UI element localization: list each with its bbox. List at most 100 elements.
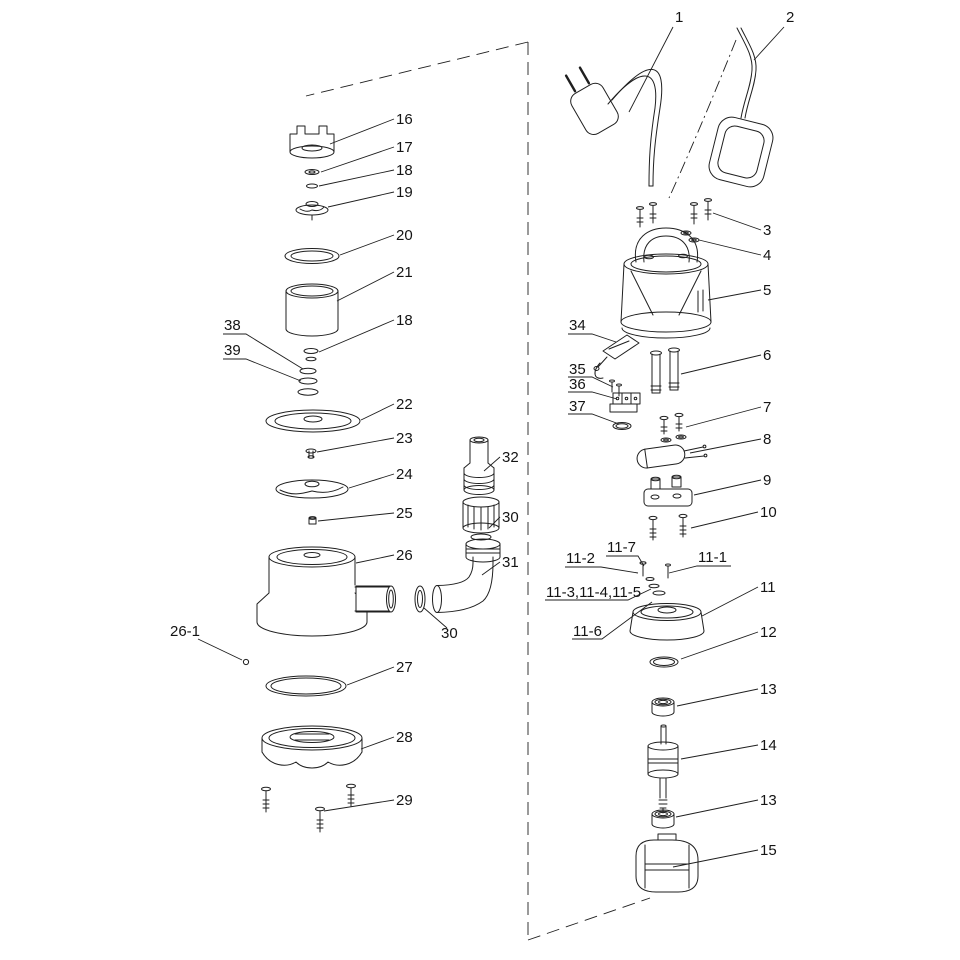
leader-line-20: [339, 234, 395, 256]
leader-line-12: [680, 631, 759, 660]
leader-line-7: [685, 406, 762, 428]
part-label-19: 19: [396, 184, 413, 201]
part-label-14: 14: [760, 737, 777, 754]
leader-line-19: [327, 191, 395, 208]
leader-line-24: [348, 473, 395, 489]
part-11-small-hardware: [639, 561, 671, 596]
leader-line-18a: [318, 169, 395, 187]
leader-line-9: [693, 479, 762, 496]
leader-line-10: [690, 511, 759, 529]
part-8-capacitor: [636, 444, 708, 469]
leader-line-11: [701, 586, 759, 617]
part-label-11-1: 11-1: [698, 549, 727, 566]
leader-line-29: [323, 799, 395, 812]
part-9-seal-holder: [643, 474, 693, 507]
part-label-10: 10: [760, 504, 777, 521]
part-17-washer: [304, 169, 320, 175]
leader-line-11-1: [668, 565, 731, 574]
leader-line-39: [223, 358, 302, 382]
leader-line-6: [680, 354, 762, 375]
part-label-27: 27: [396, 659, 413, 676]
leader-line-30b: [488, 516, 501, 529]
leader-line-32: [483, 456, 501, 472]
leader-line-13a: [676, 688, 759, 707]
part-20-seal-ring: [284, 248, 340, 264]
leader-line-37: [568, 413, 620, 425]
part-11-bearing-cover: [629, 603, 705, 641]
part-38-39-washer-stack: [297, 367, 319, 396]
part-label-20: 20: [396, 227, 413, 244]
leader-line-22: [360, 403, 395, 421]
leader-line-17: [320, 146, 395, 173]
part-34-cable-clamp: [593, 334, 640, 379]
part-37-o-ring-small: [612, 422, 632, 430]
left-assembly: [242, 125, 501, 833]
leader-line-4: [698, 239, 762, 256]
part-label-36: 36: [569, 376, 586, 393]
part-label-23: 23: [396, 430, 413, 447]
leader-line-34: [568, 333, 617, 343]
part-18-washer-lower: [303, 348, 319, 362]
part-29-screws: [261, 783, 356, 833]
leader-line-23: [316, 437, 395, 453]
part-label-18b: 18: [396, 312, 413, 329]
part-3-screws: [636, 198, 712, 228]
part-label-31: 31: [502, 554, 519, 571]
part-label-4: 4: [763, 247, 771, 264]
part-14-rotor-shaft: [647, 724, 679, 814]
leader-line-27: [346, 666, 395, 686]
part-25-shaft-key: [308, 516, 317, 525]
part-15-end-housing: [635, 833, 699, 893]
part-label-29: 29: [396, 792, 413, 809]
part-label-1: 1: [675, 9, 683, 26]
part-label-15: 15: [760, 842, 777, 859]
part-label-5: 5: [763, 282, 771, 299]
part-label-21: 21: [396, 264, 413, 281]
part-21-cup: [285, 283, 339, 337]
part-label-11-3,11-4,11-5: 11-3,11-4,11-5: [546, 584, 641, 601]
part-7-screws-washers: [659, 412, 687, 443]
part-label-13a: 13: [760, 681, 777, 698]
part-28-suction-base: [261, 725, 363, 769]
part-label-17: 17: [396, 139, 413, 156]
part-2-float-switch: [668, 27, 774, 199]
part-16-impeller-cap: [289, 125, 335, 159]
right-assembly: [564, 27, 774, 893]
leader-line-11-7: [606, 555, 645, 567]
part-label-11: 11: [760, 579, 776, 596]
leader-line-13b: [675, 799, 759, 818]
leader-line-11-6: [572, 601, 653, 640]
part-label-11-6: 11-6: [573, 623, 602, 640]
leader-line-30a: [423, 607, 448, 629]
part-label-11-7: 11-7: [607, 539, 636, 556]
leader-line-26: [355, 554, 395, 564]
part-24-impeller: [275, 479, 349, 499]
leader-line-5: [707, 289, 762, 301]
part-26-pump-housing: [256, 546, 396, 637]
section-boundary-lines: [305, 41, 651, 941]
part-label-28: 28: [396, 729, 413, 746]
part-18-washer-upper: [306, 183, 318, 189]
part-label-38: 38: [224, 317, 241, 334]
part-10-screws: [648, 513, 688, 541]
leader-line-18b: [318, 319, 395, 353]
part-label-37: 37: [569, 398, 586, 415]
part-label-9: 9: [763, 472, 771, 489]
part-label-39: 39: [224, 342, 241, 359]
part-label-13b: 13: [760, 792, 777, 809]
part-32-hose-adapter: [462, 436, 500, 534]
part-label-26-1: 26-1: [170, 623, 200, 640]
part-label-32: 32: [502, 449, 519, 466]
part-label-30a: 30: [441, 625, 458, 642]
part-26-1-drain-pin: [242, 658, 250, 666]
leader-line-16: [329, 118, 395, 145]
leader-line-2: [753, 26, 785, 61]
part-label-8: 8: [763, 431, 771, 448]
part-13-bearing-upper: [651, 697, 675, 717]
leader-line-11-3,11-4,11-5: [545, 588, 652, 601]
part-label-11-2: 11-2: [566, 550, 595, 567]
leader-line-35: [568, 376, 614, 388]
part-13-bearing-lower: [651, 809, 675, 829]
part-label-7: 7: [763, 399, 771, 416]
